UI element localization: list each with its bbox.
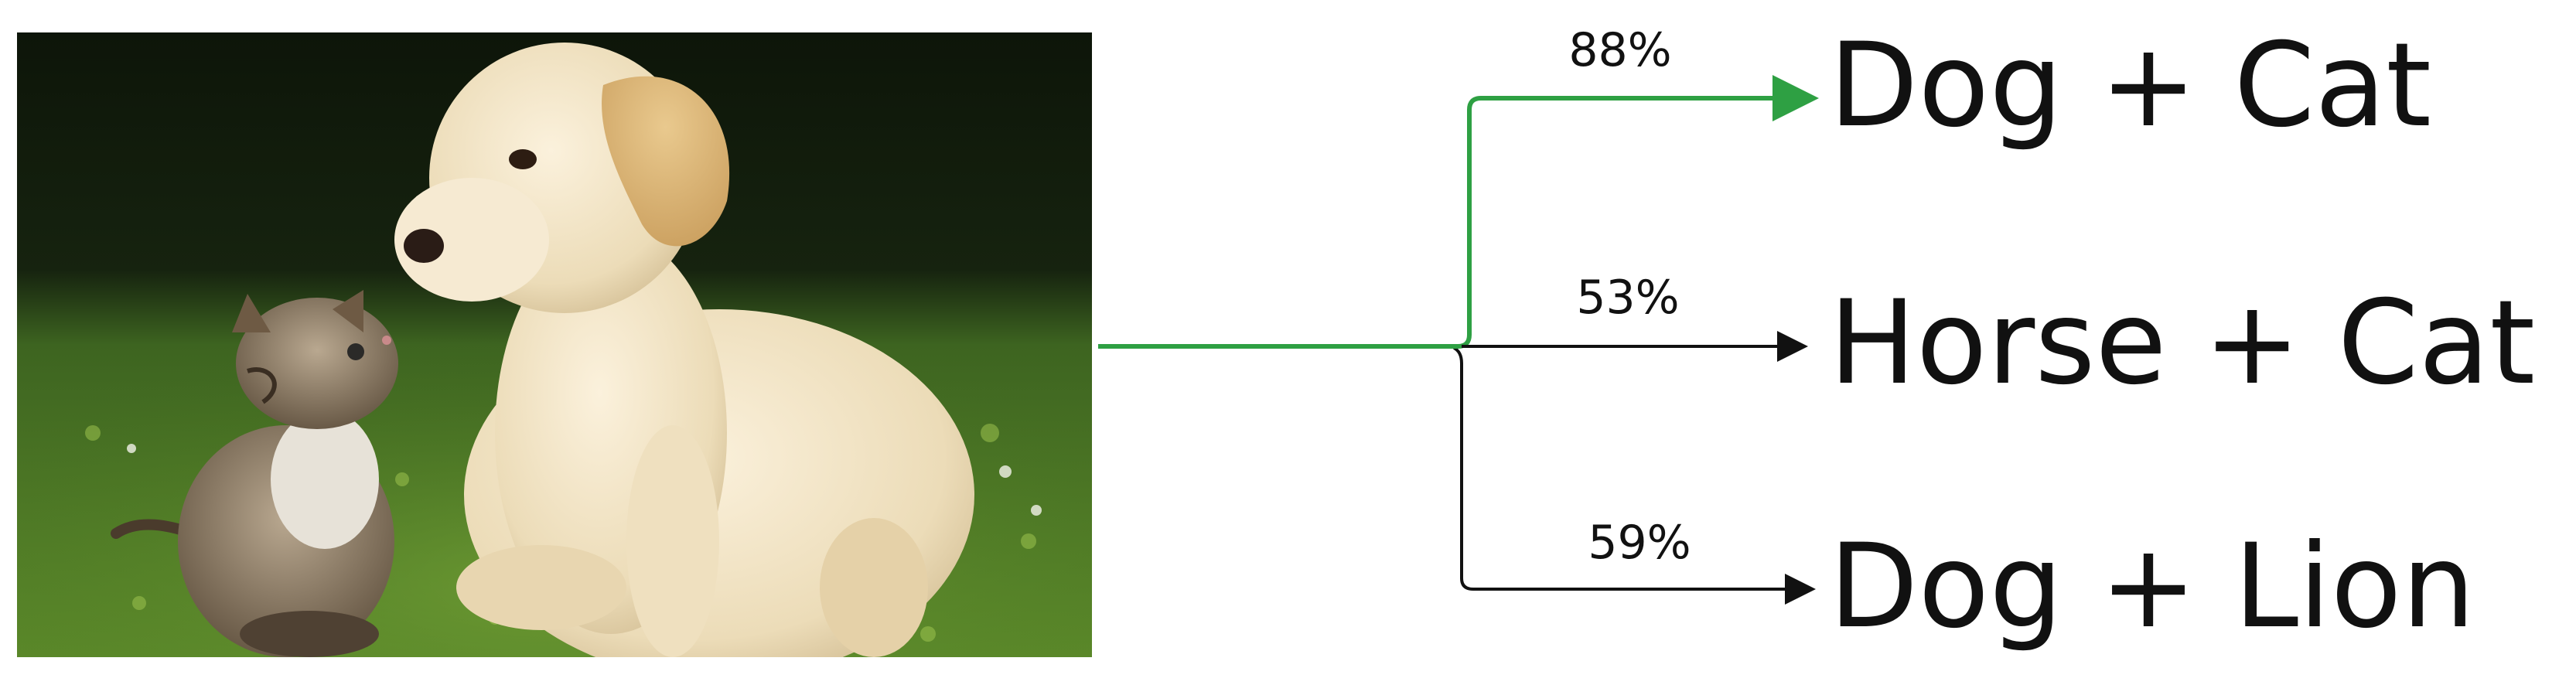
connector-bottom-path xyxy=(1452,346,1816,605)
photo-puppy-and-kitten xyxy=(17,32,1092,657)
kitten xyxy=(111,290,398,657)
score-label-2: 53% xyxy=(1576,271,1679,325)
option-label-1: Dog + Cat xyxy=(1829,19,2431,153)
connector-green-path xyxy=(1098,75,1819,349)
connector-lines xyxy=(1098,75,1819,605)
option-labels: Dog + Cat Horse + Cat Dog + Lion xyxy=(1829,19,2535,654)
score-label-3: 59% xyxy=(1588,516,1691,570)
option-label-2: Horse + Cat xyxy=(1829,276,2535,411)
puppy xyxy=(394,43,974,657)
option-label-3: Dog + Lion xyxy=(1829,520,2475,654)
score-label-1: 88% xyxy=(1568,23,1671,77)
score-labels: 88% 53% 59% xyxy=(1568,23,1691,570)
